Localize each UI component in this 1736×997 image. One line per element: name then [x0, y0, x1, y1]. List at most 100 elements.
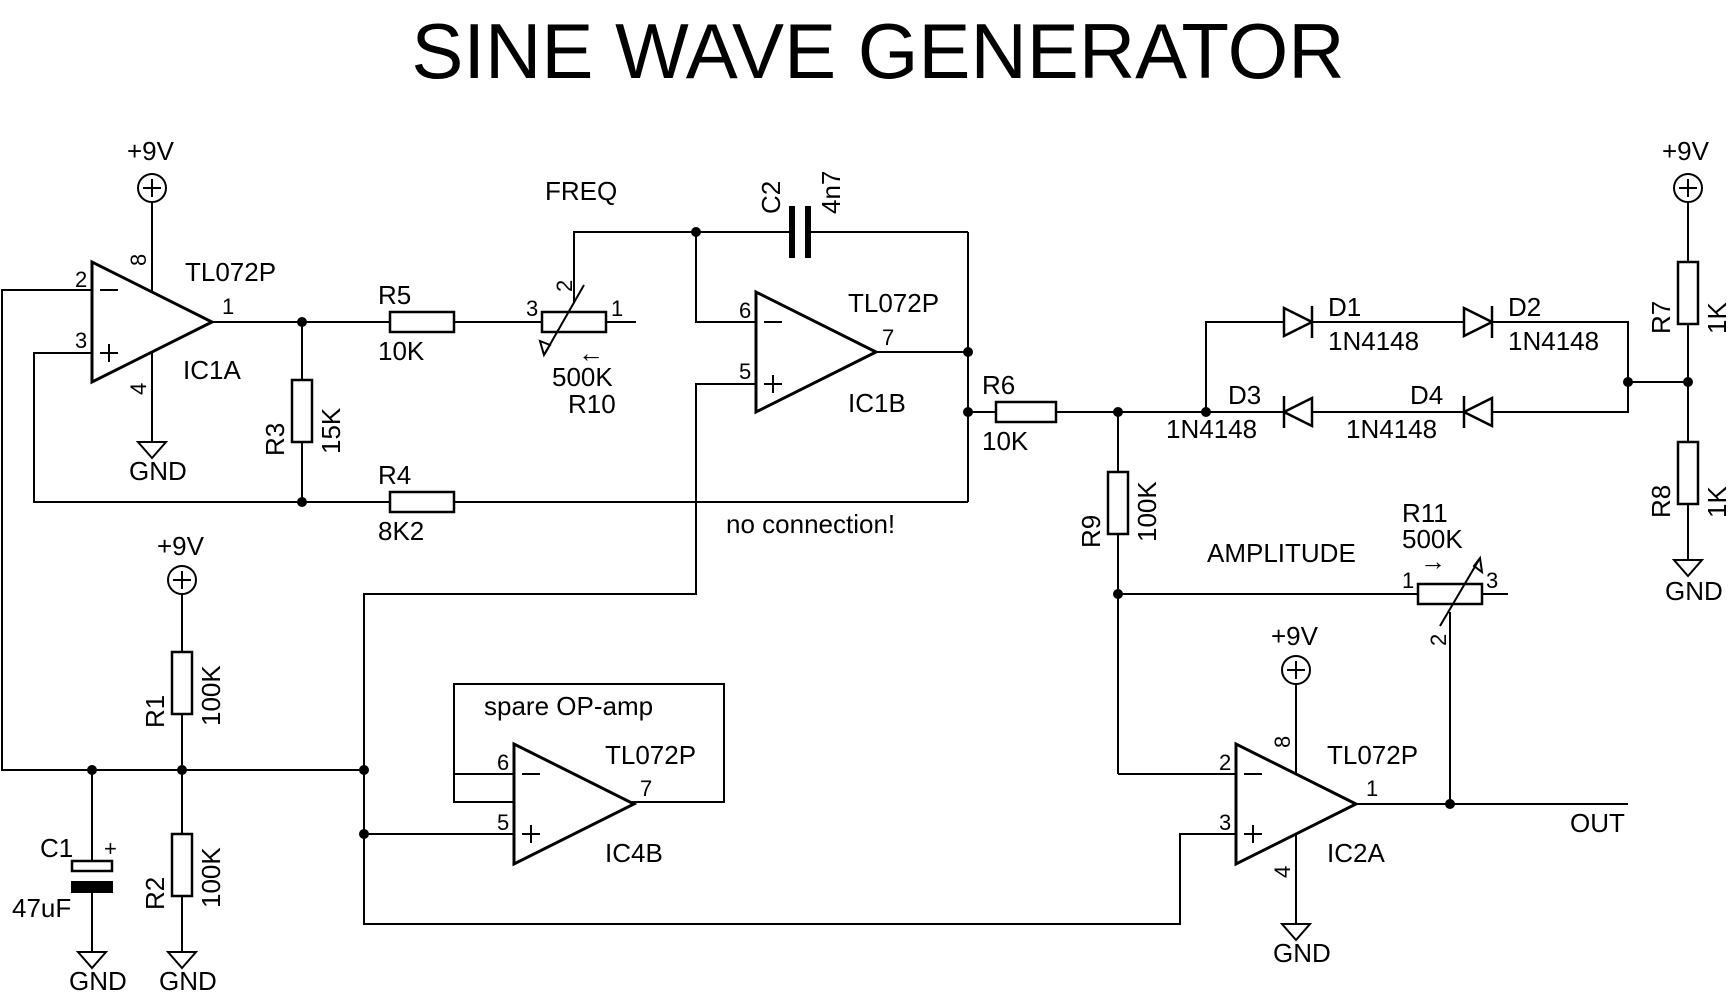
opamp-ic4b: 6 5 7 TL072P IC4B spare OP-amp — [453, 683, 725, 868]
diode-d4: D4 1N4148 — [1346, 380, 1494, 444]
capacitor-c1: + C1 47uF — [12, 833, 117, 923]
ic1b-pin-noninv: 5 — [739, 359, 751, 384]
no-connection-note: no connection! — [726, 509, 895, 539]
r9-value: 100K — [1132, 481, 1162, 542]
vcc-label-ic1a: +9V — [127, 136, 175, 166]
potentiometer-r11: 1 2 3 → R11 500K AMPLITUDE — [1207, 498, 1508, 804]
ic1a-pin-vplus: 8 — [126, 254, 151, 266]
capacitor-c2: C2 4n7 — [694, 171, 968, 258]
ic4b-ref-label: IC4B — [605, 838, 663, 868]
r11-pin-a: 1 — [1402, 568, 1414, 593]
potentiometer-r10: 3 2 1 ← 500K R10 FREQ — [526, 176, 694, 419]
r9-ref: R9 — [1076, 515, 1106, 548]
r1-value: 100K — [196, 665, 226, 726]
r10-arrow: ← — [578, 338, 604, 368]
gnd-label-ic2a: GND — [1273, 938, 1331, 968]
ic2a-ref-label: IC2A — [1327, 838, 1385, 868]
vcc-label-r1: +9V — [157, 531, 205, 561]
gnd-label-c1: GND — [69, 966, 127, 996]
resistor-r1: R1 100K — [140, 650, 226, 728]
amplitude-label: AMPLITUDE — [1207, 538, 1356, 568]
ic2a-pin-out: 1 — [1366, 776, 1378, 801]
r1-ref: R1 — [140, 695, 170, 728]
diode-d3: D3 1N4148 — [1166, 380, 1314, 444]
resistor-r4: R4 8K2 — [300, 460, 968, 546]
resistor-r6: R6 10K — [968, 370, 1206, 456]
ic1a-ref-label: IC1A — [183, 355, 241, 385]
opamp-ic1b: 6 5 7 TL072P IC1B — [739, 288, 939, 418]
r3-value: 15K — [316, 407, 346, 454]
ic2a-pin-inv: 2 — [1219, 750, 1231, 775]
r2-value: 100K — [196, 847, 226, 908]
ic1b-pin-inv: 6 — [739, 298, 751, 323]
spare-opamp-note: spare OP-amp — [484, 691, 653, 721]
vcc-label-ic2a: +9V — [1271, 621, 1319, 651]
gnd-label-r8: GND — [1665, 576, 1723, 606]
d2-part: 1N4148 — [1508, 326, 1599, 356]
ic1b-part-label: TL072P — [848, 288, 939, 318]
gnd-symbol-ic1a: GND — [129, 352, 187, 486]
c2-value: 4n7 — [816, 171, 846, 214]
opamp-ic2a: 2 3 1 8 4 TL072P IC2A — [1219, 736, 1418, 878]
resistor-r8: R8 1K — [1646, 440, 1732, 518]
vcc-symbol-ic1a: +9V — [127, 136, 175, 292]
ic4b-pin-noninv: 5 — [497, 810, 509, 835]
d1-part: 1N4148 — [1328, 326, 1419, 356]
r11-arrow: → — [1420, 546, 1446, 576]
diode-d1: D1 1N4148 — [1282, 292, 1419, 356]
opamp-ic1a: 2 3 1 8 4 TL072P IC1A — [75, 254, 276, 395]
resistor-r5: R5 10K — [378, 280, 456, 366]
freq-label: FREQ — [545, 176, 617, 206]
ic2a-pin-vminus: 4 — [1270, 866, 1295, 878]
c2-ref: C2 — [756, 181, 786, 214]
gnd-symbol-r2: GND — [159, 896, 217, 996]
r11-ref: R11 — [1402, 498, 1448, 528]
r2-ref: R2 — [140, 877, 170, 910]
ic1a-part-label: TL072P — [185, 257, 276, 287]
c1-polarity: + — [104, 836, 117, 861]
c1-value: 47uF — [12, 893, 71, 923]
ic1a-pin-out: 1 — [222, 294, 234, 319]
d4-ref: D4 — [1410, 380, 1443, 410]
vcc-symbol-r1: +9V — [157, 531, 205, 595]
ic1b-pin-out: 7 — [882, 325, 894, 350]
r4-value: 8K2 — [378, 516, 424, 546]
r5-value: 10K — [378, 336, 425, 366]
ic2a-pin-noninv: 3 — [1219, 810, 1231, 835]
d3-ref: D3 — [1228, 380, 1261, 410]
r6-ref: R6 — [982, 370, 1015, 400]
r7-ref: R7 — [1646, 301, 1676, 334]
vcc-symbol-ic2a: +9V — [1271, 621, 1319, 685]
resistor-r9: R9 100K — [1076, 470, 1162, 548]
ic1b-ref-label: IC1B — [848, 388, 906, 418]
r11-pin-wiper: 2 — [1426, 634, 1451, 646]
d3-part: 1N4148 — [1166, 414, 1257, 444]
resistor-r7: R7 1K — [1646, 260, 1732, 334]
r5-ref: R5 — [378, 280, 411, 310]
r10-pin-wiper: 2 — [552, 280, 577, 292]
gnd-symbol-ic2a: GND — [1273, 834, 1331, 968]
gnd-label-ic1a: GND — [129, 456, 187, 486]
r4-ref: R4 — [378, 460, 411, 490]
resistor-r3: R3 15K — [260, 378, 346, 456]
r6-value: 10K — [982, 426, 1029, 456]
vcc-label-r7: +9V — [1662, 136, 1710, 166]
diode-d2: D2 1N4148 — [1462, 292, 1599, 356]
c1-ref: C1 — [40, 833, 73, 863]
ic4b-pin-out: 7 — [640, 776, 652, 801]
gnd-symbol-c1: GND — [69, 892, 127, 996]
r8-ref: R8 — [1646, 485, 1676, 518]
d4-part: 1N4148 — [1346, 414, 1437, 444]
vcc-symbol-r7: +9V — [1662, 136, 1710, 203]
gnd-symbol-r8: GND — [1665, 504, 1723, 606]
d2-ref: D2 — [1508, 292, 1541, 322]
r11-value: 500K — [1402, 524, 1463, 554]
ic2a-part-label: TL072P — [1327, 740, 1418, 770]
r8-value: 1K — [1702, 486, 1732, 518]
ic2a-pin-vplus: 8 — [1270, 736, 1295, 748]
schematic-title: SINE WAVE GENERATOR — [411, 7, 1344, 95]
d1-ref: D1 — [1328, 292, 1361, 322]
r10-pin-b: 1 — [611, 296, 623, 321]
ic1a-pin-inv: 2 — [75, 267, 87, 292]
